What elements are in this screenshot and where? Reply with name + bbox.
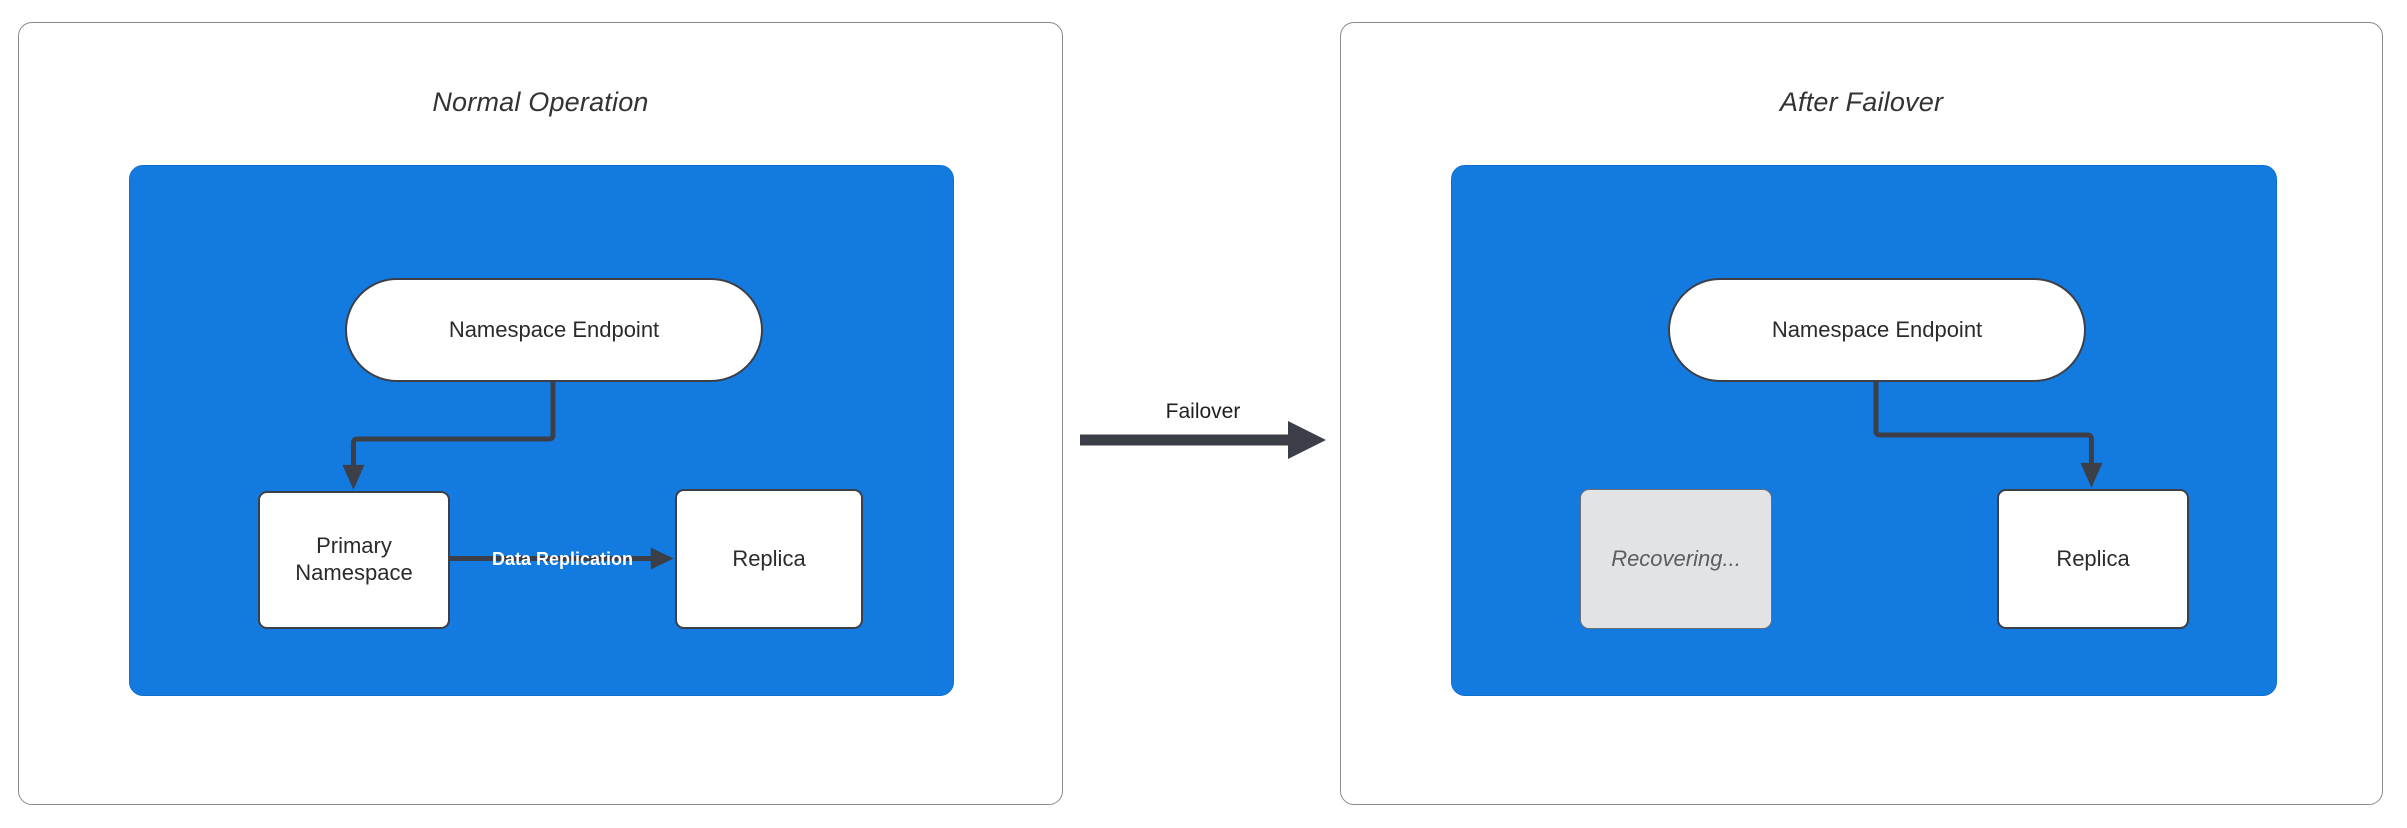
node-primary-namespace[interactable]: Primary Namespace [258,491,450,629]
panel-after-failover: After Failover Namespace Endpoint Recove… [1340,22,2383,805]
node-label-recovering: Recovering... [1611,545,1741,571]
node-recovering[interactable]: Recovering... [1580,489,1772,629]
blue-zone-after-failover: Namespace Endpoint Recovering... Replica [1451,165,2277,696]
edge-endpoint-to-replica [1873,381,2094,468]
node-namespace-endpoint[interactable]: Namespace Endpoint [345,278,763,382]
panel-normal-operation: Normal Operation Namespace Endpoint Prim… [18,22,1063,805]
failover-arrow-icon [1080,421,1326,459]
node-namespace-endpoint[interactable]: Namespace Endpoint [1668,278,2086,382]
node-label-namespace-endpoint: Namespace Endpoint [448,316,660,342]
panel-title-normal-operation: Normal Operation [432,87,649,117]
node-replica-primary-side[interactable]: Replica [675,489,863,629]
blue-zone-normal-operation: Namespace Endpoint Primary Namespace Rep… [129,165,954,696]
node-label-namespace-endpoint: Namespace Endpoint [1771,316,1983,342]
arrowhead-endpoint-to-primary [342,464,365,490]
node-replica-promoted[interactable]: Replica [1997,489,2189,629]
primary-label-line-1: Primary [316,533,392,559]
panel-title-after-failover: After Failover [1779,87,1944,117]
edge-endpoint-to-primary [350,381,556,470]
node-label-replica: Replica [732,545,806,571]
node-label-primary-namespace: Primary Namespace [295,533,412,587]
node-label-replica: Replica [2056,545,2130,571]
failover-transition-label: Failover [1165,400,1241,423]
arrowhead-endpoint-to-replica [2080,462,2103,488]
edge-label-data-replication: Data Replication [491,549,634,569]
primary-label-line-2: Namespace [295,560,413,585]
